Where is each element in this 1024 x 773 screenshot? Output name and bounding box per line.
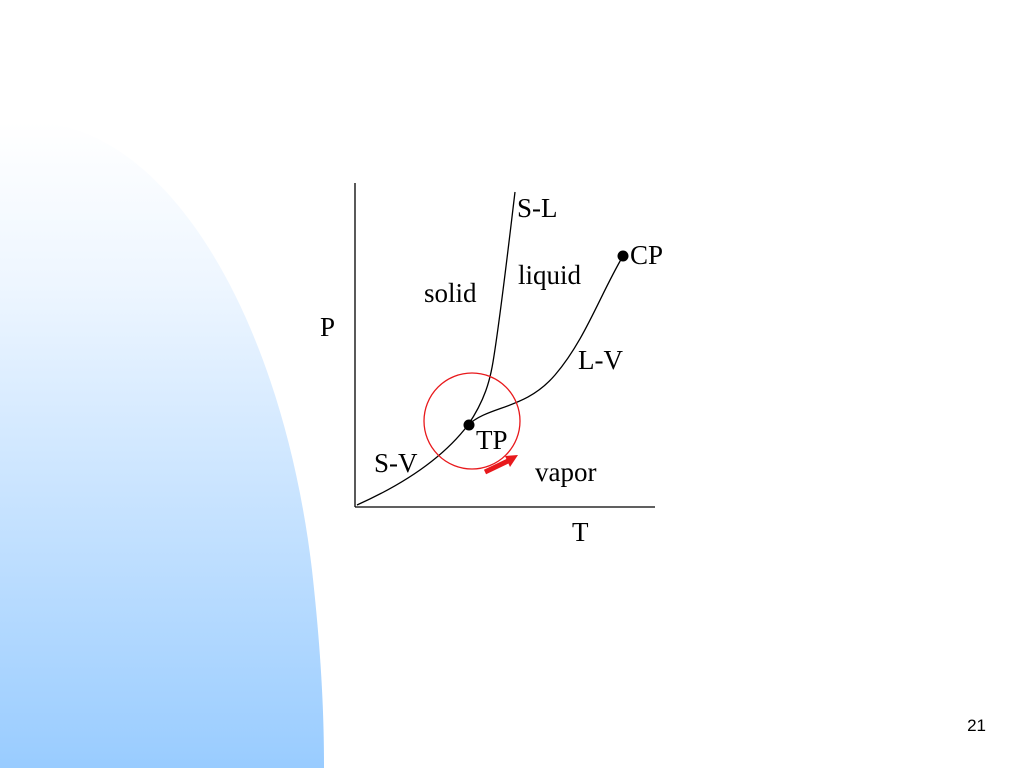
solid-vapor-curve <box>356 424 469 506</box>
solid-liquid-curve-label: S-L <box>517 193 558 223</box>
solid-vapor-curve-label: S-V <box>374 448 418 478</box>
critical-point-label: CP <box>630 240 663 270</box>
liquid-vapor-curve <box>467 255 624 426</box>
triple-point-marker <box>463 419 475 431</box>
triple-point-label: TP <box>476 425 508 455</box>
solid-region-label: solid <box>424 278 477 308</box>
red-arrow-icon <box>483 455 518 475</box>
phase-diagram: P T solid liquid vapor S-L L-V S-V TP CP <box>320 183 663 547</box>
solid-liquid-curve <box>467 191 516 426</box>
x-axis-label: T <box>572 517 589 547</box>
liquid-region-label: liquid <box>518 260 582 290</box>
y-axis-label: P <box>320 312 335 342</box>
critical-point-marker <box>617 250 629 262</box>
liquid-vapor-curve-label: L-V <box>578 345 623 375</box>
triple-point-highlight-circle <box>423 372 521 470</box>
background-arc <box>0 122 324 768</box>
page-number: 21 <box>967 716 986 735</box>
vapor-region-label: vapor <box>535 457 596 487</box>
